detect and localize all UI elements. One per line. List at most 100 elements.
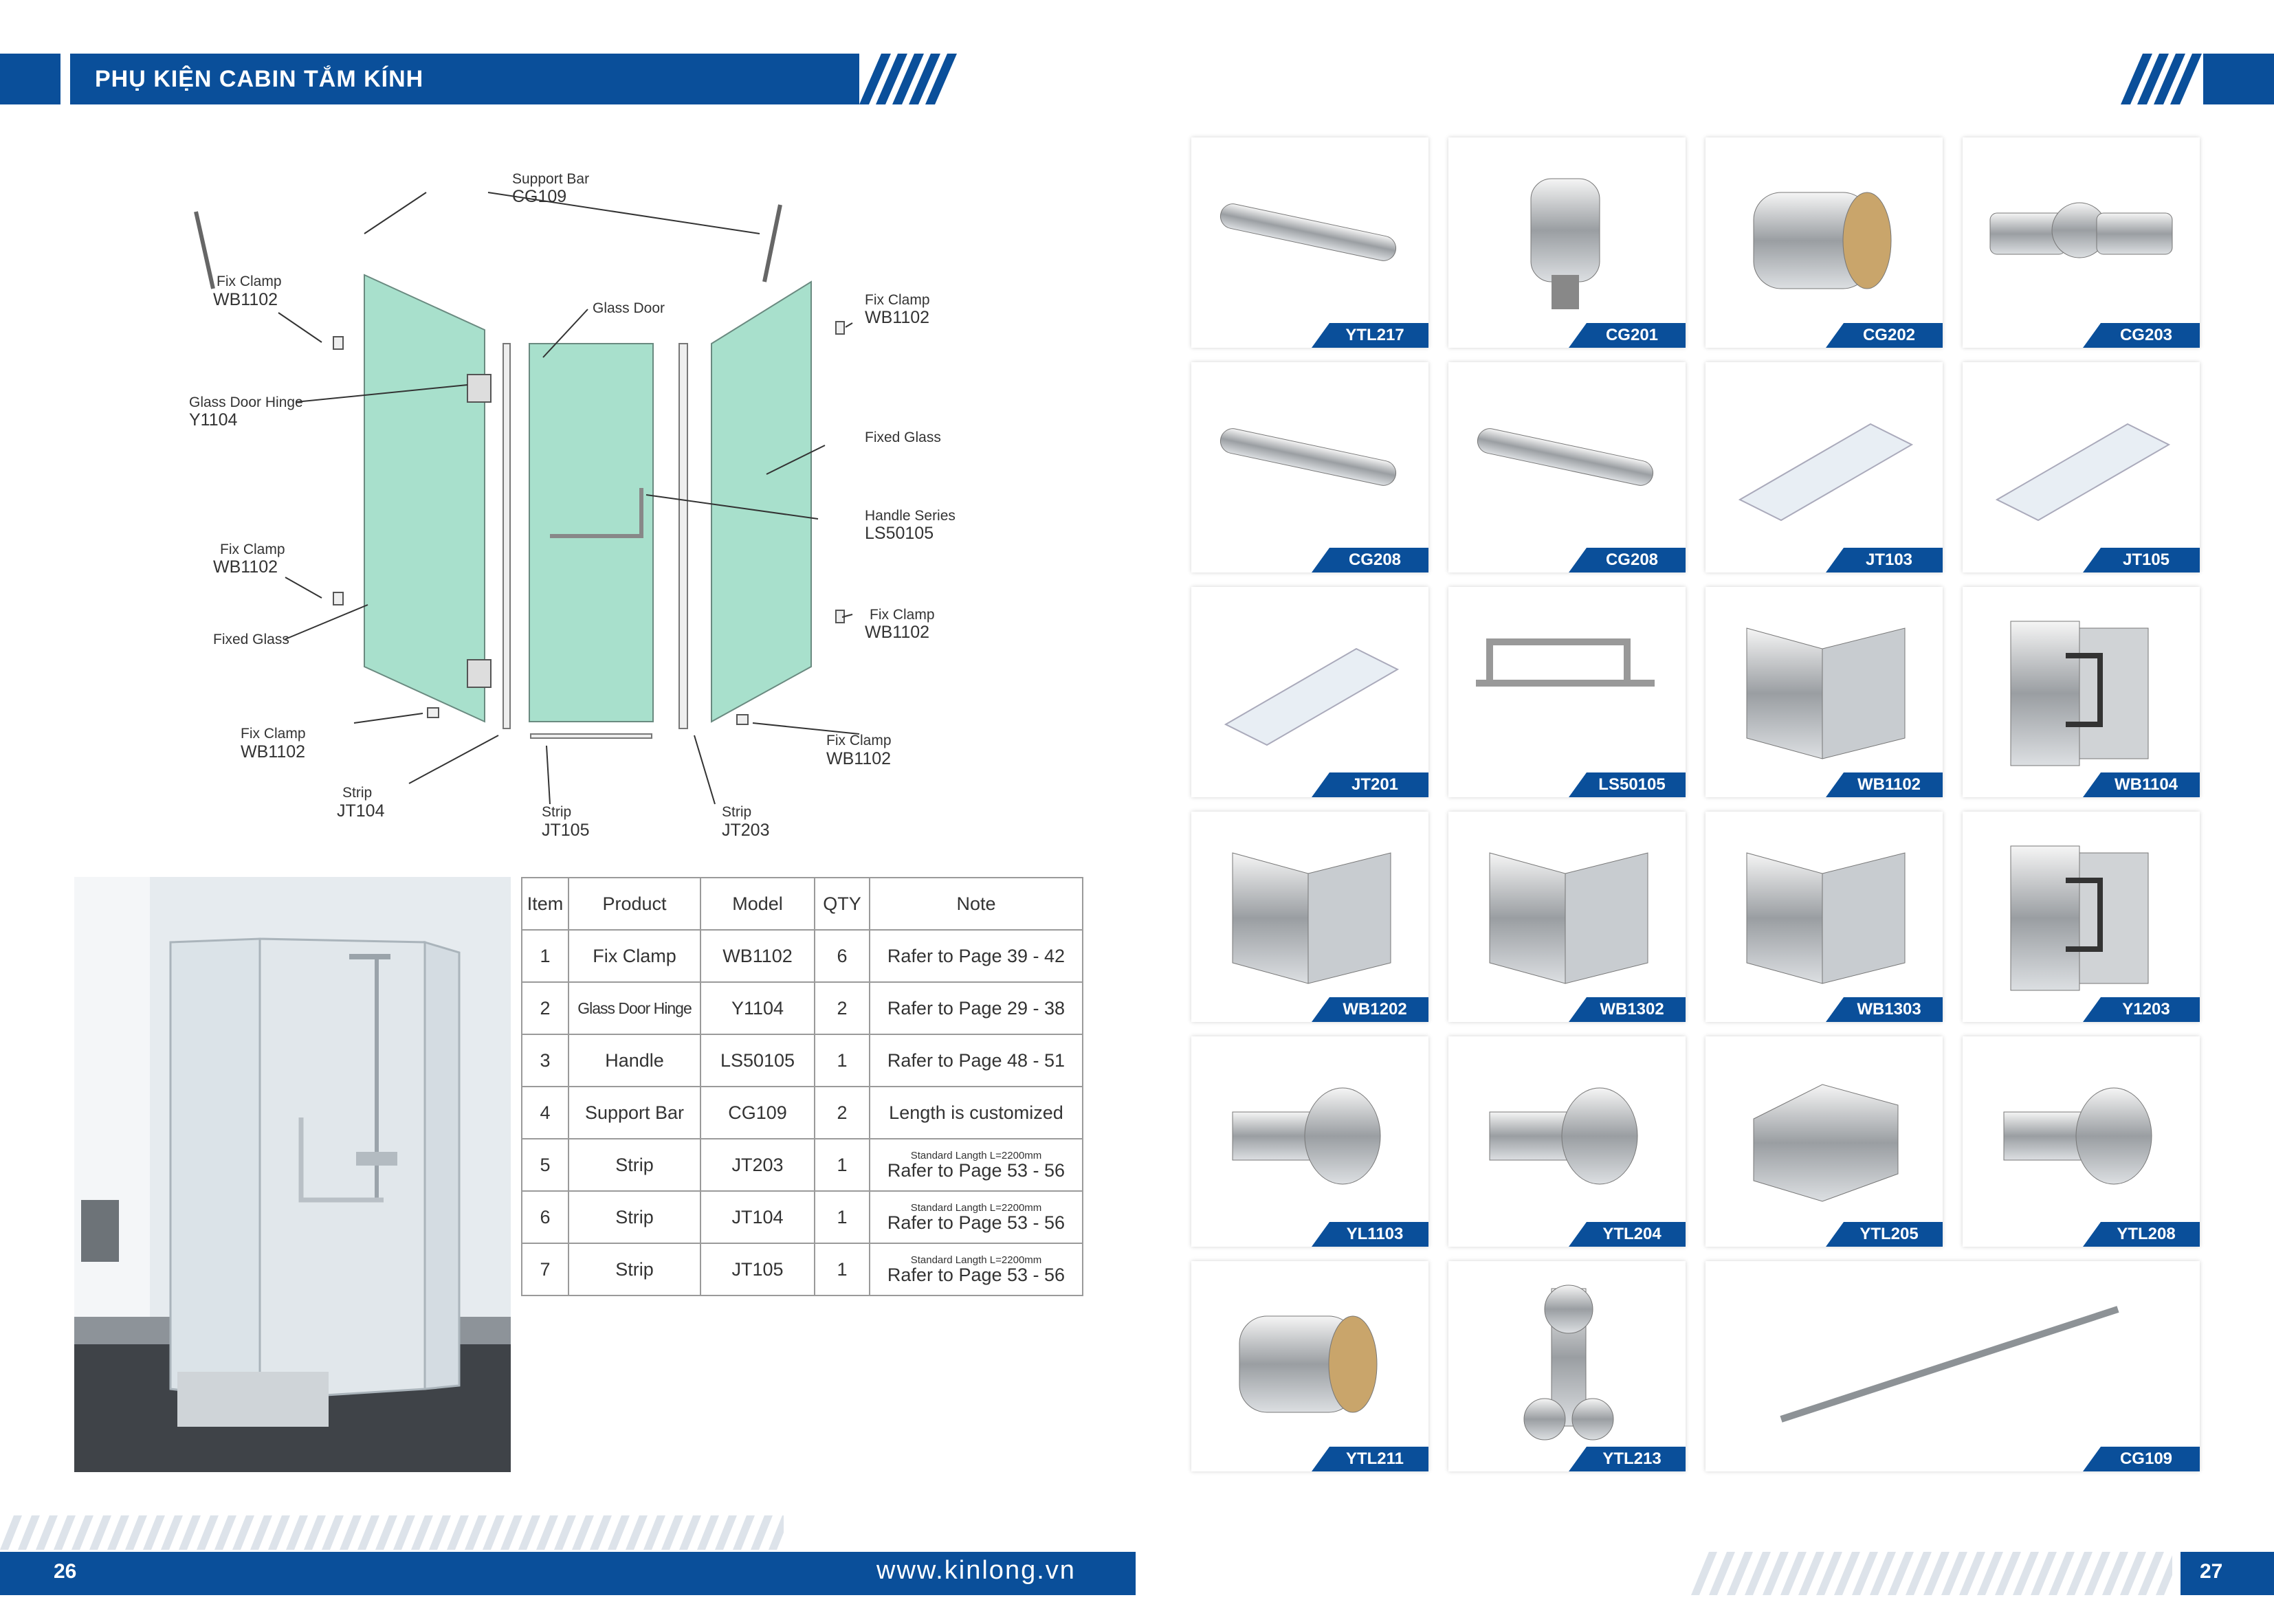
seal-strip-icon	[1224, 647, 1400, 746]
cell-qty: 1	[814, 1034, 870, 1087]
product-code: YTL205	[1826, 1222, 1943, 1247]
product-code: YL1103	[1312, 1222, 1428, 1247]
support-bar-icon	[1780, 1306, 2119, 1423]
cell-item: 7	[521, 1243, 569, 1296]
product-card[interactable]: YTL204	[1448, 1036, 1686, 1247]
footer-stripes-right	[1691, 1552, 2172, 1595]
product-code: YTL208	[2083, 1222, 2200, 1247]
cell-qty: 2	[814, 1086, 870, 1139]
knob-icon	[1489, 1087, 1638, 1185]
label-fix-clamp-4: Fix Clamp	[870, 607, 935, 623]
label-strip-1-code: JT104	[337, 801, 385, 821]
cell-qty: 1	[814, 1243, 870, 1296]
label-fix-clamp-4-code: WB1102	[865, 623, 929, 642]
label-strip-2: Strip	[542, 804, 571, 820]
table-row: 2 Glass Door Hinge Y1104 2 Rafer to Page…	[521, 981, 1083, 1035]
cell-qty: 1	[814, 1190, 870, 1244]
product-code: CG201	[1569, 323, 1686, 348]
th-product: Product	[568, 877, 701, 931]
clamp-icon	[1746, 627, 1906, 759]
label-strip-2-code: JT105	[542, 821, 589, 840]
product-card[interactable]: YTL208	[1963, 1036, 2200, 1247]
footer-bar-left	[0, 1552, 1136, 1595]
product-card[interactable]: WB1102	[1706, 587, 1943, 797]
clamp-icon	[1232, 852, 1391, 984]
product-code: WB1102	[1826, 772, 1943, 797]
product-card[interactable]: YTL205	[1706, 1036, 1943, 1247]
product-card[interactable]: Y1203	[1963, 812, 2200, 1022]
cell-item: 2	[521, 981, 569, 1035]
table-row: 4 Support Bar CG109 2 Length is customiz…	[521, 1086, 1083, 1139]
hinge-top	[467, 374, 492, 403]
product-card[interactable]: CG201	[1448, 137, 1686, 348]
product-card[interactable]: YTL217	[1191, 137, 1428, 348]
cell-note: Rafer to Page 48 - 51	[869, 1034, 1083, 1087]
cell-product: Fix Clamp	[568, 929, 701, 983]
product-code: WB1104	[2083, 772, 2200, 797]
cell-item: 1	[521, 929, 569, 983]
header-bar	[0, 54, 859, 104]
seal-strip-icon	[1738, 423, 1914, 522]
product-card[interactable]: CG208	[1191, 362, 1428, 572]
knob-icon	[1232, 1087, 1381, 1185]
th-model: Model	[700, 877, 815, 931]
product-card[interactable]: YL1103	[1191, 1036, 1428, 1247]
label-strip-3: Strip	[722, 804, 751, 820]
product-card[interactable]: WB1303	[1706, 812, 1943, 1022]
label-handle-code: LS50105	[865, 524, 934, 543]
page-title: PHỤ KIỆN CABIN TẮM KÍNH	[95, 66, 424, 92]
product-code: CG203	[2083, 323, 2200, 348]
cell-product: Support Bar	[568, 1086, 701, 1139]
product-card[interactable]: JT103	[1706, 362, 1943, 572]
product-code: LS50105	[1569, 772, 1686, 797]
cell-item: 3	[521, 1034, 569, 1087]
label-fix-clamp-1-code: WB1102	[213, 290, 278, 309]
cell-product: Handle	[568, 1034, 701, 1087]
product-card[interactable]: YTL211	[1191, 1261, 1428, 1471]
cell-item: 5	[521, 1138, 569, 1192]
tube-icon	[1477, 428, 1654, 486]
note-small: Standard Langth L=2200mm	[910, 1254, 1042, 1266]
handle	[550, 488, 643, 538]
product-code: YTL217	[1312, 323, 1428, 348]
table-row: 5 Strip JT203 1 Standard Langth L=2200mm…	[521, 1138, 1083, 1192]
label-fix-clamp-3: Fix Clamp	[220, 542, 285, 557]
cell-model: WB1102	[700, 929, 815, 983]
cell-product: Strip	[568, 1243, 701, 1296]
product-card[interactable]: WB1302	[1448, 812, 1686, 1022]
label-handle-series: Handle Series	[865, 508, 956, 524]
tube-icon	[1219, 428, 1397, 486]
product-card[interactable]: JT105	[1963, 362, 2200, 572]
product-card[interactable]: CG109	[1706, 1261, 2200, 1471]
th-qty: QTY	[814, 877, 870, 931]
product-code: CG202	[1826, 323, 1943, 348]
product-card[interactable]: LS50105	[1448, 587, 1686, 797]
product-card[interactable]: CG202	[1706, 137, 1943, 348]
knob-icon	[2003, 1087, 2152, 1185]
page-number-left: 26	[54, 1560, 77, 1583]
product-code: WB1202	[1312, 997, 1428, 1022]
note-main: Rafer to Page 53 - 56	[887, 1212, 1066, 1233]
product-card[interactable]: CG208	[1448, 362, 1686, 572]
cell-product: Strip	[568, 1138, 701, 1192]
table-row: 6 Strip JT104 1 Standard Langth L=2200mm…	[521, 1190, 1083, 1244]
product-card[interactable]: WB1104	[1963, 587, 2200, 797]
header-stripes-right	[2121, 54, 2202, 104]
product-card[interactable]: CG203	[1963, 137, 2200, 348]
note-main: Rafer to Page 53 - 56	[887, 1265, 1066, 1285]
handle-icon	[1476, 638, 1655, 687]
shower-cabin-photo	[74, 877, 511, 1472]
note-small: Standard Langth L=2200mm	[910, 1202, 1042, 1214]
product-code: JT201	[1312, 772, 1428, 797]
cell-note: Rafer to Page 29 - 38	[869, 981, 1083, 1035]
label-fix-clamp-6: Fix Clamp	[826, 733, 892, 748]
product-card[interactable]: JT201	[1191, 587, 1428, 797]
label-fix-clamp-6-code: WB1102	[826, 749, 891, 768]
cell-note: Rafer to Page 39 - 42	[869, 929, 1083, 983]
product-card[interactable]: WB1202	[1191, 812, 1428, 1022]
cell-qty: 6	[814, 929, 870, 983]
product-card[interactable]: YTL213	[1448, 1261, 1686, 1471]
header-notch	[60, 54, 70, 104]
